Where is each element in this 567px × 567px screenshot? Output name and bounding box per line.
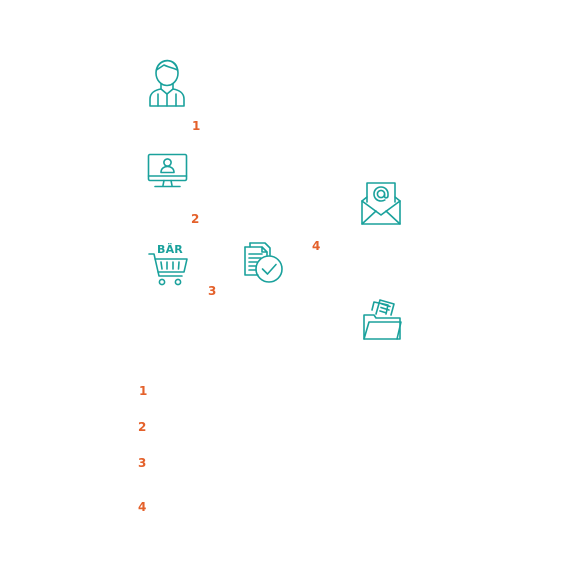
step-number-4: 4 — [312, 239, 321, 253]
step-number-1: 1 — [192, 119, 201, 133]
step-number-2: 2 — [191, 212, 200, 226]
step-number-3: 3 — [208, 284, 217, 298]
legend-number-2: 2 — [138, 420, 147, 434]
person-icon — [146, 56, 188, 108]
legend-number-3: 3 — [138, 456, 147, 470]
legend-number-1: 1 — [139, 384, 148, 398]
legend-number-4: 4 — [138, 500, 147, 514]
folder-documents-icon — [361, 298, 403, 342]
cart-brand-label: BÄR — [157, 243, 183, 256]
email-envelope-icon — [360, 180, 402, 226]
monitor-user-icon — [147, 153, 189, 189]
shopping-cart-icon — [148, 252, 190, 288]
document-check-icon — [243, 241, 287, 285]
